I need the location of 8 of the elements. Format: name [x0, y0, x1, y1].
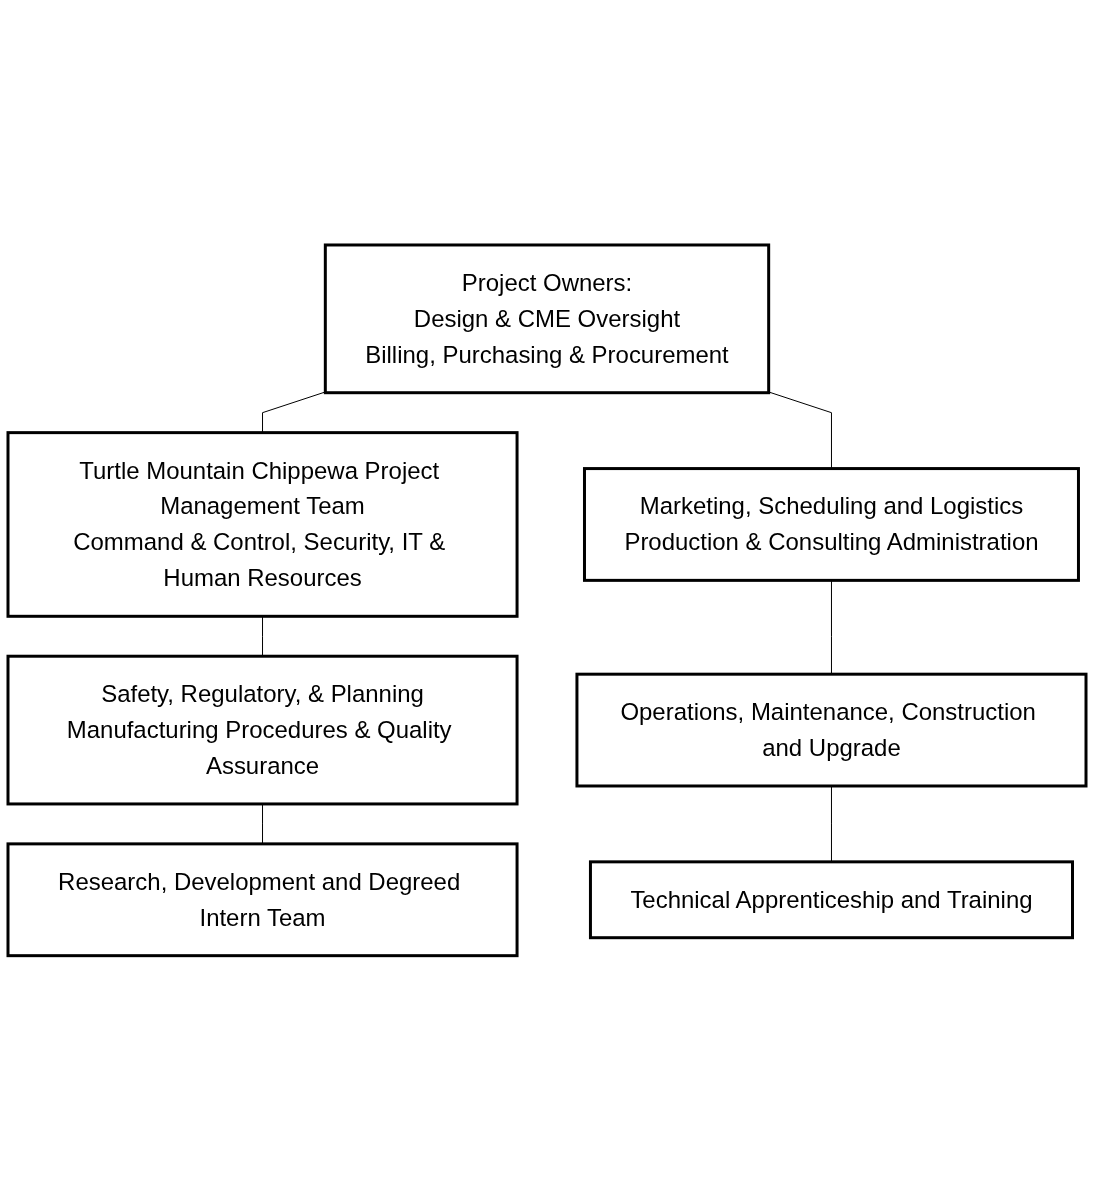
node-box: Project Owners: Design & CME Oversight Billing, Purchasing & Procurement [323, 243, 771, 395]
node-box: Turtle Mountain Chippewa Project Management Team Command & Control, Security, IT & Human Resources [6, 431, 519, 618]
node-box: Operations, Maintenance, Construction and Upgrade [575, 672, 1088, 788]
connector [830, 580, 832, 675]
node-box: Safety, Regulatory, & Planning Manufacturing Procedures & Quality Assurance [6, 654, 519, 806]
node-box: Technical Apprenticeship and Training [588, 860, 1074, 940]
node-box: Marketing, Scheduling and Logistics Production & Consulting Administration [583, 467, 1080, 583]
node-box: Research, Development and Degreed Intern Team [6, 842, 519, 958]
